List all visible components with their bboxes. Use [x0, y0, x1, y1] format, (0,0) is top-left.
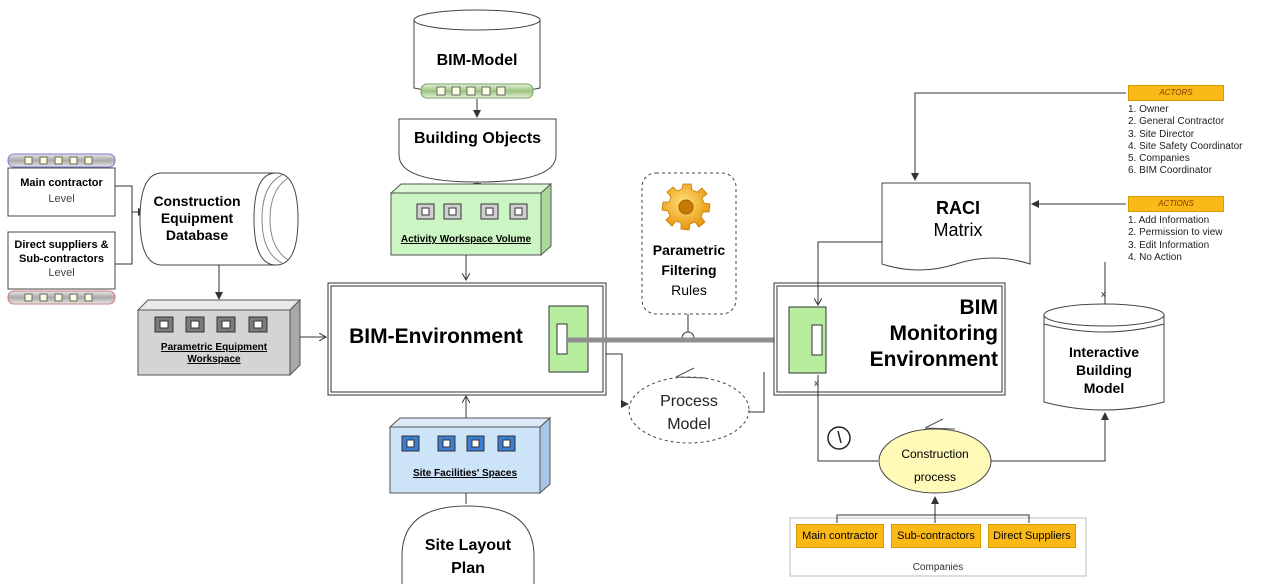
actors-tag: ACTORS [1128, 85, 1224, 101]
interactive-model-cylinder [1043, 303, 1165, 411]
equipment-db-line1: Construction [153, 193, 241, 209]
param-equipment-line2: Workspace [187, 354, 241, 365]
main-contractor-sub: Level [48, 193, 75, 205]
param-equipment-label: Parametric Equipment Workspace [138, 342, 290, 366]
main-contractor-title: Main contractor [20, 177, 103, 189]
bim-environment-label: BIM-Environment [349, 325, 523, 348]
parametric-filtering-line2: Filtering [661, 262, 717, 278]
actions-list: 1. Add Information 2. Permission to view… [1128, 215, 1222, 264]
actions-item: 1. Add Information [1128, 215, 1210, 226]
direct-suppliers-sub: Level [48, 267, 75, 279]
actions-item: 2. Permission to view [1128, 227, 1223, 239]
actors-item: 1. Owner [1128, 104, 1169, 115]
raci-line1: RACI [936, 198, 980, 218]
construction-process-label: Construction process [879, 443, 991, 489]
bim-monitoring-line1: BIM [959, 296, 999, 319]
equipment-db-line2: Equipment [160, 210, 234, 226]
svg-text:x: x [1101, 289, 1106, 299]
site-facilities-label: Site Facilities' Spaces [412, 468, 518, 479]
construction-process-line2: process [913, 470, 957, 484]
site-layout-line1: Site Layout [424, 537, 512, 554]
direct-suppliers-title-1: Direct suppliers & [14, 239, 109, 251]
building-objects-label: Building Objects [413, 130, 542, 147]
actions-item: 4. No Action [1128, 251, 1182, 263]
companies-caption: Companies [912, 562, 964, 573]
company-main-contractor: Main contractor [796, 524, 884, 548]
actors-item: 6. BIM Coordinator [1128, 165, 1212, 177]
svg-text:x: x [814, 378, 819, 388]
raci-matrix-shape [881, 182, 1031, 271]
interactive-model-line1: Interactive [1068, 344, 1140, 360]
equipment-database-cylinder [139, 172, 299, 266]
bim-model-cylinder [413, 9, 541, 99]
interactive-model-line3: Model [1083, 380, 1125, 396]
construction-process-line1: Construction [901, 447, 969, 461]
process-model-line1: Process [660, 393, 718, 410]
actors-list: 1. Owner 2. General Contractor 3. Site D… [1128, 104, 1243, 178]
company-direct-suppliers: Direct Suppliers [988, 524, 1076, 548]
actors-item: 5. Companies [1128, 153, 1190, 165]
direct-suppliers-level-group [7, 231, 116, 305]
activity-workspace-box [389, 182, 553, 257]
gear-icon [661, 183, 711, 231]
building-objects-shape [398, 118, 557, 183]
param-equipment-line1: Parametric Equipment [160, 342, 268, 353]
main-contractor-level-group [7, 153, 116, 217]
raci-line2: Matrix [933, 220, 983, 240]
interactive-model-label: Interactive Building Model [1044, 343, 1164, 397]
bim-monitoring-label: BIM Monitoring Environment [840, 295, 998, 373]
site-layout-line2: Plan [451, 560, 485, 577]
bim-model-label: BIM-Model [436, 52, 518, 69]
process-model-line2: Model [667, 416, 711, 433]
parametric-filtering-label: Parametric Filtering Rules [642, 240, 736, 300]
site-facilities-box [388, 416, 552, 495]
company-sub-contractors: Sub-contractors [891, 524, 981, 548]
actors-item: 2. General Contractor [1128, 116, 1225, 128]
site-layout-label: Site Layout Plan [402, 534, 534, 580]
site-layout-shape [401, 505, 535, 584]
interactive-model-line2: Building [1076, 362, 1132, 378]
activity-workspace-label: Activity Workspace Volume [400, 234, 532, 245]
direct-suppliers-title-2: Sub-contractors [19, 253, 104, 265]
actions-tag: ACTIONS [1128, 196, 1224, 212]
parametric-filtering-line3: Rules [671, 282, 707, 298]
param-equipment-box [136, 298, 302, 377]
actors-item: 3. Site Director [1128, 128, 1195, 140]
actors-item: 4. Site Safety Coordinator [1128, 140, 1243, 152]
equipment-db-label: Construction Equipment Database [140, 193, 254, 244]
actions-item: 3. Edit Information [1128, 239, 1210, 251]
process-model-label: Process Model [629, 390, 749, 436]
bim-monitoring-line3: Environment [869, 348, 998, 371]
bim-monitoring-line2: Monitoring [889, 322, 998, 345]
parametric-filtering-line1: Parametric [652, 242, 726, 258]
raci-label: RACI Matrix [920, 197, 996, 241]
equipment-db-line3: Database [165, 227, 229, 243]
